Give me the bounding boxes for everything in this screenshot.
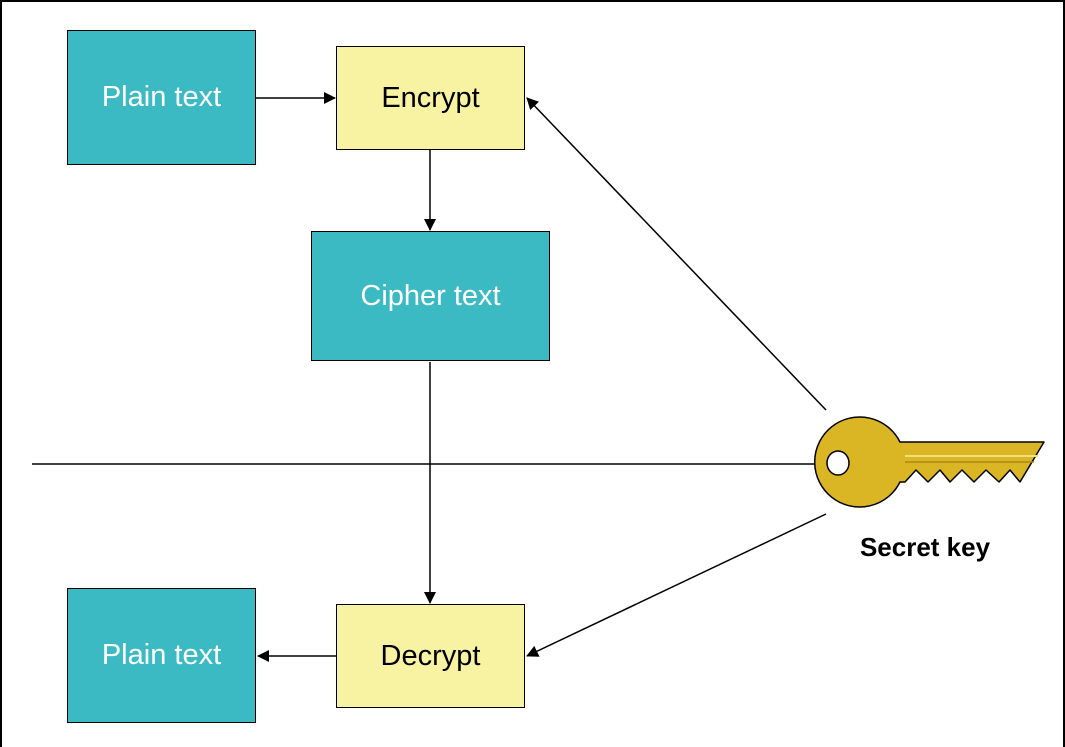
plain-text-label-top: Plain text — [101, 81, 222, 113]
arrow-key-to-encrypt — [526, 97, 827, 411]
arrow-key-to-decrypt — [526, 513, 827, 657]
plain-text-label-bottom: Plain text — [101, 639, 222, 671]
encrypt-label: Encrypt — [381, 81, 480, 114]
cipher-text-box: Cipher text — [311, 231, 550, 361]
plain-text-box-bottom: Plain text — [67, 588, 256, 723]
encrypt-box: Encrypt — [336, 46, 525, 150]
secret-key-label: Secret key — [859, 532, 991, 562]
plain-text-box-top: Plain text — [67, 30, 256, 165]
decrypt-label: Decrypt — [380, 639, 481, 672]
cipher-text-label: Cipher text — [360, 279, 501, 312]
decrypt-box: Decrypt — [336, 604, 525, 708]
key-icon — [813, 416, 1045, 508]
